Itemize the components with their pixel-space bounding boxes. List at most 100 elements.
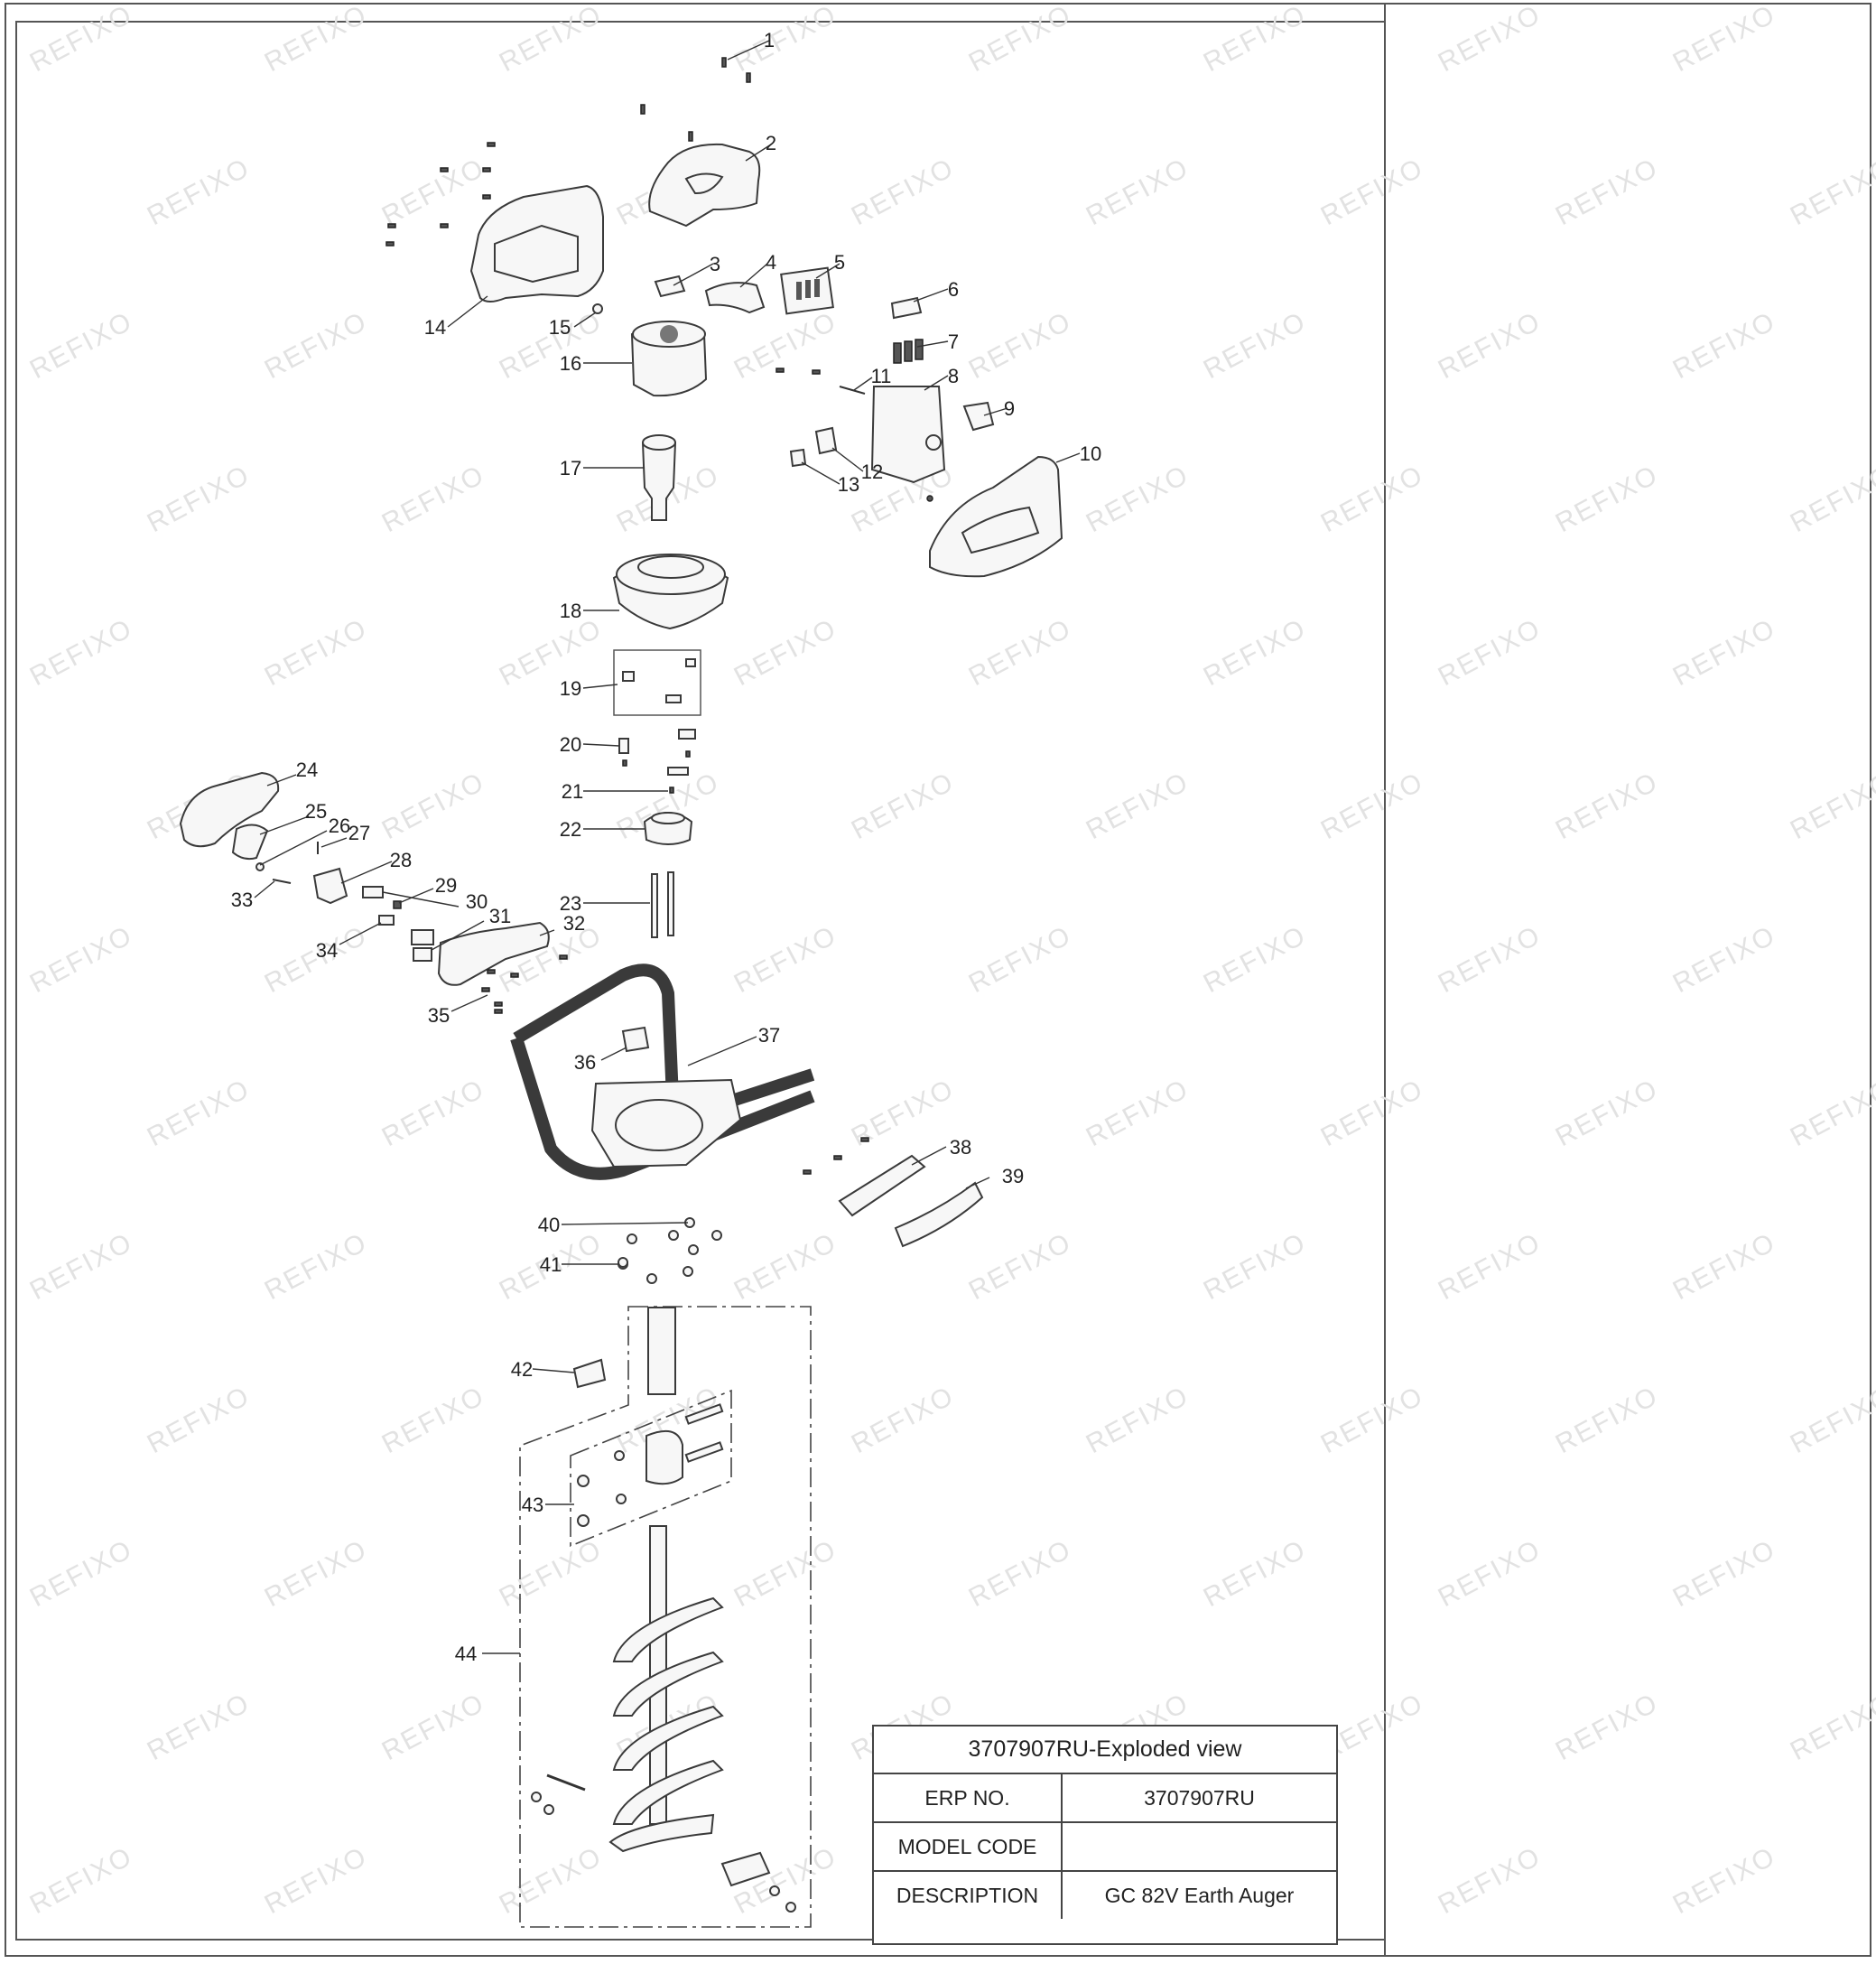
watermark-text: REFIXO (1434, 1841, 1546, 1920)
watermark-text: REFIXO (1786, 1688, 1876, 1766)
part-coupler-bolts (684, 1403, 724, 1463)
screws-top (640, 57, 751, 142)
watermark-text: REFIXO (1082, 767, 1194, 845)
callout-28: 28 (390, 849, 412, 871)
callout-4: 4 (766, 251, 776, 274)
part-lever (411, 929, 434, 945)
callout-37: 37 (758, 1024, 780, 1047)
callout-25: 25 (305, 800, 327, 823)
rear-housing-grille (961, 506, 1040, 554)
part-auger-flights (608, 1596, 724, 1853)
title-block-title: 3707907RU-Exploded view (874, 1727, 1336, 1774)
watermark-text: REFIXO (1786, 1074, 1876, 1152)
callout-17: 17 (560, 457, 581, 479)
part-switch-cap (890, 296, 923, 320)
screws-frame (803, 1137, 869, 1175)
part-coupler-nuts (577, 1450, 627, 1527)
watermark-text: REFIXO (25, 1534, 138, 1613)
watermark-text: REFIXO (260, 1534, 373, 1613)
watermark-text: REFIXO (964, 1227, 1077, 1306)
watermark-text: REFIXO (1316, 153, 1429, 231)
auger-sub-kit-outline (570, 1389, 732, 1548)
callout-40: 40 (538, 1214, 560, 1236)
callout-23: 23 (560, 892, 581, 915)
title-block-row-model: MODEL CODE (874, 1823, 1336, 1872)
callout-3: 3 (710, 253, 720, 275)
callout-11: 11 (871, 365, 892, 387)
part-bearing-b (667, 767, 689, 776)
description-label: DESCRIPTION (874, 1872, 1063, 1919)
callout-30: 30 (466, 890, 488, 913)
part-cover-bar (704, 282, 766, 314)
watermark-text: REFIXO (729, 920, 842, 999)
watermark-text: REFIXO (1551, 1381, 1664, 1459)
watermark-text: REFIXO (847, 767, 960, 845)
part-battery-box (870, 386, 946, 484)
callout-32: 32 (563, 912, 585, 935)
watermark-text: REFIXO (1082, 460, 1194, 538)
screw-a (775, 368, 785, 373)
screws-housing (385, 142, 496, 247)
watermark-text: REFIXO (964, 1534, 1077, 1613)
callout-19: 19 (560, 677, 581, 700)
part-long-bolts (651, 871, 674, 938)
part-side-handle-bracket (838, 1154, 926, 1217)
frame-plate-hole (615, 1099, 703, 1151)
callout-33: 33 (231, 889, 253, 911)
part-side-handle-grip (894, 1181, 984, 1248)
callout-26: 26 (329, 814, 350, 837)
callout-18: 18 (560, 600, 581, 622)
erp-label: ERP NO. (874, 1774, 1063, 1821)
part-rubber-pad (393, 900, 402, 909)
model-code-value (1063, 1823, 1336, 1870)
callout-39: 39 (1002, 1165, 1024, 1187)
watermark-text: REFIXO (1199, 920, 1312, 999)
part-nut (592, 303, 603, 314)
watermark-text: REFIXO (1199, 1227, 1312, 1306)
watermark-text: REFIXO (847, 1381, 960, 1459)
watermark-text: REFIXO (1199, 306, 1312, 385)
callout-7: 7 (948, 330, 959, 353)
part-auger-blade (720, 1851, 771, 1887)
callout-6: 6 (948, 278, 959, 301)
watermark-text: REFIXO (25, 613, 138, 692)
watermark-text: REFIXO (377, 1688, 490, 1766)
watermark-text: REFIXO (377, 460, 490, 538)
watermark-text: REFIXO (729, 0, 842, 78)
callout-21: 21 (562, 780, 583, 803)
callout-9: 9 (1004, 397, 1015, 420)
part-kit-box (613, 649, 701, 716)
part-blade-nuts (531, 1792, 796, 1913)
watermark-text: REFIXO (495, 1534, 608, 1613)
part-auger-spring (645, 1429, 683, 1485)
watermark-text: REFIXO (260, 1841, 373, 1920)
outer-border (5, 3, 1871, 1957)
watermark-text: REFIXO (1786, 460, 1876, 538)
watermark-text: REFIXO (1551, 767, 1664, 845)
watermark-text: REFIXO (377, 1074, 490, 1152)
watermark-text: REFIXO (1316, 460, 1429, 538)
watermark-text: REFIXO (1668, 306, 1781, 385)
gear-shaft-top (642, 434, 676, 451)
watermark-text: REFIXO (1082, 153, 1194, 231)
watermark-text: REFIXO (1199, 1534, 1312, 1613)
battery-screw (926, 495, 933, 502)
callout-43: 43 (522, 1494, 543, 1516)
watermark-text: REFIXO (1434, 306, 1546, 385)
watermark-text: REFIXO (143, 153, 255, 231)
top-cover-cutout (684, 172, 724, 195)
callout-5: 5 (834, 251, 845, 274)
part-frame-nuts (618, 1217, 722, 1284)
watermark-text: REFIXO (1434, 1227, 1546, 1306)
watermark-text: REFIXO (1551, 460, 1664, 538)
part-main-frame (513, 963, 815, 1126)
watermark-text: REFIXO (1786, 153, 1876, 231)
watermark-text: REFIXO (260, 1227, 373, 1306)
watermark-text: REFIXO (377, 767, 490, 845)
callout-38: 38 (950, 1136, 971, 1159)
watermark-text: REFIXO (495, 1841, 608, 1920)
watermark-text: REFIXO (1668, 1227, 1781, 1306)
watermark-text: REFIXO (260, 0, 373, 78)
